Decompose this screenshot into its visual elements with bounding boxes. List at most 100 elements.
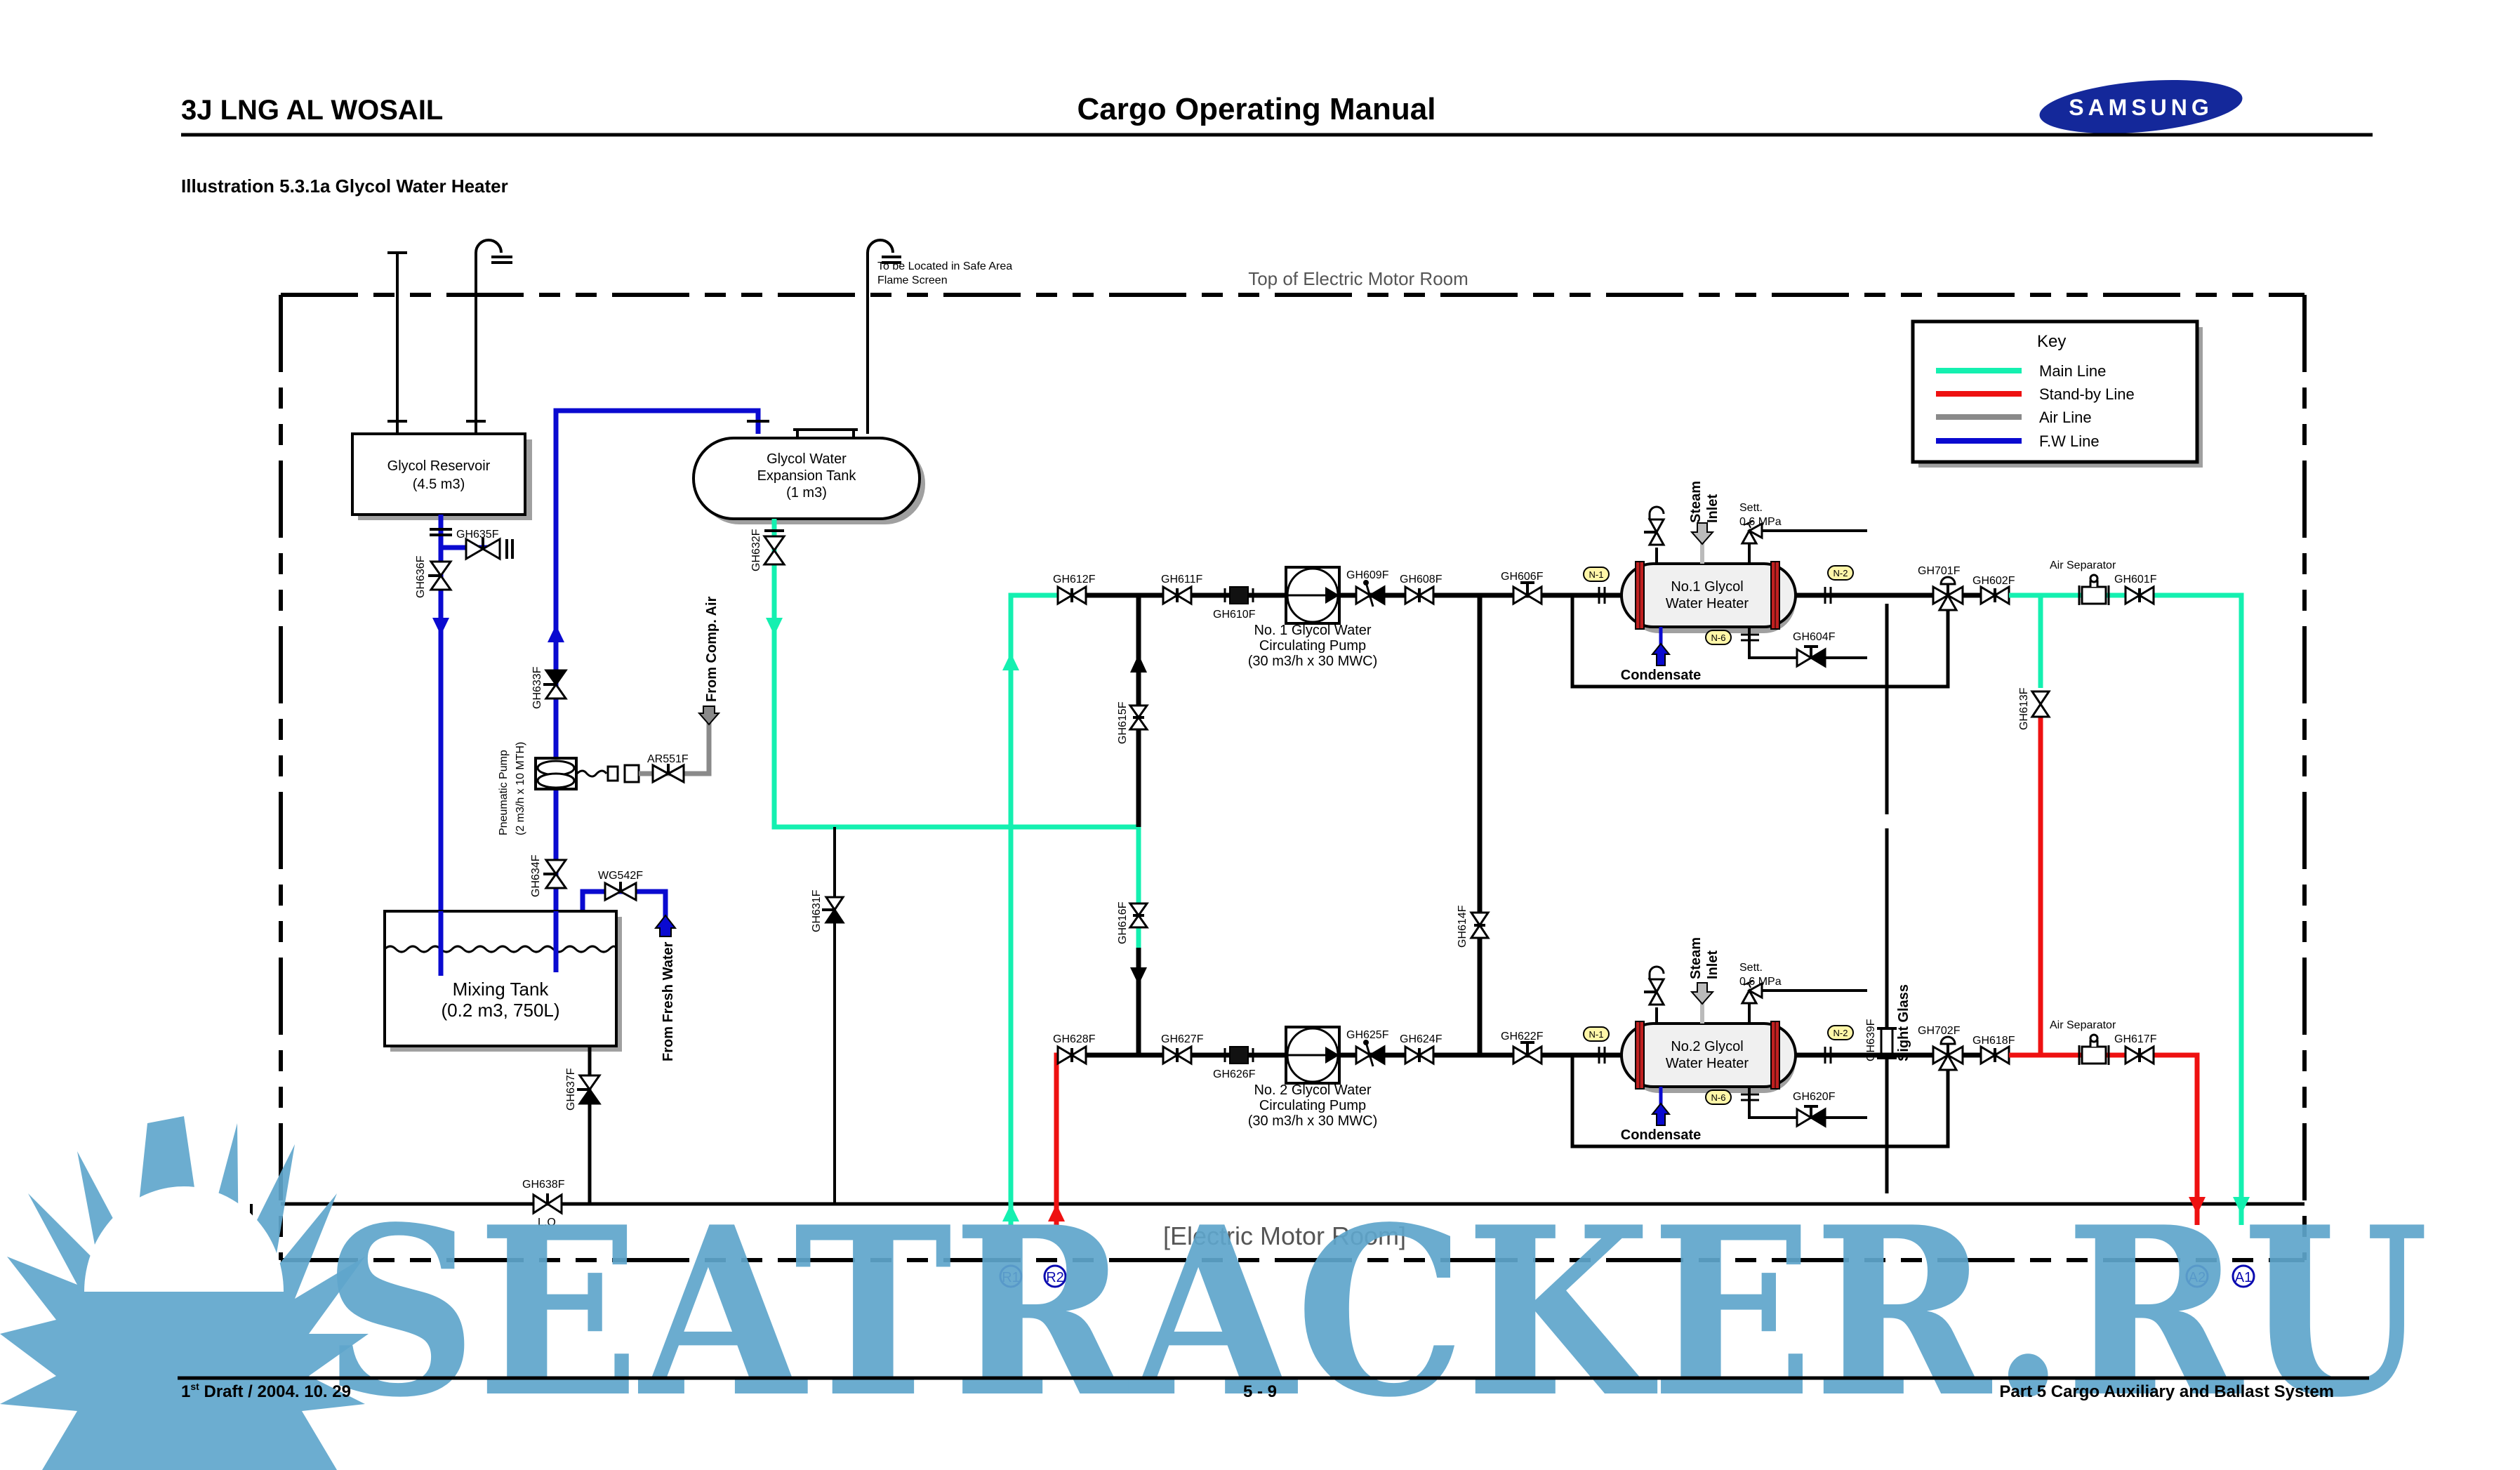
valve-gh606f[interactable] — [1512, 581, 1543, 606]
valve-gh601f[interactable] — [2124, 585, 2155, 606]
condensate-label-1: Condensate — [1621, 668, 1701, 683]
nozzle-n6-label: N-6 — [1711, 1092, 1726, 1103]
strainer-gh626f[interactable] — [1223, 1046, 1254, 1064]
heater2-label-2: Water Heater — [1666, 1056, 1749, 1071]
strainer-gh610f[interactable] — [1223, 586, 1254, 604]
valve-gh616f[interactable] — [1128, 902, 1149, 929]
valve-label-wg542f: WG542F — [598, 870, 643, 882]
valve-label-gh637f: GH637F — [565, 1068, 577, 1111]
footer-draft-rest: Draft / 2004. 10. 29 — [199, 1382, 351, 1401]
connection-a1[interactable]: A1 — [2231, 1264, 2255, 1288]
heater-1[interactable]: No.1 Glycol Water Heater — [1620, 561, 1797, 633]
pneumatic-pump[interactable] — [534, 757, 578, 790]
steam-inlet-label-1: Steam — [1688, 937, 1704, 979]
page-footer: 1st Draft / 2004. 10. 29 5 - 9 Part 5 Ca… — [178, 1376, 2369, 1401]
valve-gh627f[interactable] — [1162, 1045, 1193, 1066]
valve-gh633f[interactable] — [543, 669, 568, 700]
expansion-tank: Glycol Water Expansion Tank (1 m3) — [692, 428, 925, 524]
vent-valve-heater1[interactable] — [1644, 505, 1666, 546]
valve-gh632f[interactable] — [762, 529, 786, 566]
nozzle-n6-heater1: N-6 — [1705, 630, 1732, 645]
valve-gh618f[interactable] — [1979, 1045, 2010, 1066]
valve-gh638f[interactable] — [532, 1193, 563, 1215]
sight-glass-gh639f[interactable] — [1877, 1027, 1897, 1059]
expansion-tank-vent: To be Located in Safe Area Flame Screen — [866, 239, 1012, 434]
valve-ar551f[interactable] — [651, 763, 685, 784]
pump2-label-2: Circulating Pump — [1259, 1098, 1366, 1113]
air-separator-2[interactable] — [2078, 1033, 2110, 1065]
sett-label-2: 0.6 MPa — [1739, 516, 1782, 528]
valve-label-gh615f: GH615F — [1117, 701, 1129, 744]
connection-a2-label: A2 — [2189, 1270, 2206, 1285]
nozzle-n2-label: N-2 — [1833, 568, 1848, 578]
connection-a2[interactable]: A2 — [2185, 1264, 2209, 1288]
mixing-tank: Mixing Tank (0.2 m3, 750L) — [383, 910, 622, 1052]
legend-label-standby: Stand-by Line — [2039, 385, 2135, 403]
nozzle-n1-heater1: N-1 — [1583, 567, 1610, 582]
room-bottom-label: [Electric Motor Room] — [1163, 1221, 1406, 1250]
fresh-water-inlet-arrow-icon — [654, 914, 677, 937]
valve-gh634f[interactable] — [543, 859, 568, 889]
valve-gh613f[interactable] — [2030, 690, 2051, 718]
valve-label-gh624f: GH624F — [1400, 1033, 1443, 1045]
legend-title: Key — [2037, 332, 2066, 351]
valve-label-gh609f: GH609F — [1346, 569, 1389, 581]
valve-gh611f[interactable] — [1162, 585, 1193, 606]
valve-gh637f[interactable] — [577, 1074, 602, 1105]
footer-section: Part 5 Cargo Auxiliary and Ballast Syste… — [1999, 1382, 2334, 1401]
three-way-valve-gh701f[interactable] — [1932, 576, 1964, 611]
valve-gh615f[interactable] — [1128, 704, 1149, 731]
heater-2[interactable]: No.2 Glycol Water Heater — [1620, 1021, 1797, 1093]
valve-gh617f[interactable] — [2124, 1045, 2155, 1066]
legend: Key Main Line Stand-by Line Air Line F.W… — [1911, 319, 2203, 468]
valve-label-gh702f: GH702F — [1918, 1025, 1961, 1037]
sett-label-2: 0.6 MPa — [1739, 976, 1782, 988]
nozzle-n6-heater2: N-6 — [1705, 1090, 1732, 1105]
pneumatic-pump-label: Pneumatic Pump — [498, 750, 510, 835]
illustration-caption: Illustration 5.3.1a Glycol Water Heater — [181, 176, 508, 197]
flow-arrow-icon — [1048, 1204, 1065, 1221]
check-valve-gh625f[interactable] — [1355, 1040, 1386, 1067]
condensate-arrow-icon — [1650, 1102, 1671, 1126]
three-way-valve-gh702f[interactable] — [1932, 1035, 1964, 1071]
glycol-reservoir: Glycol Reservoir (4.5 m3) — [351, 432, 532, 520]
circulating-pump-1[interactable] — [1285, 566, 1341, 625]
valve-label-gh616f: GH616F — [1117, 901, 1129, 944]
valve-label-gh635f: GH635F — [456, 529, 499, 541]
footer-draft: 1st Draft / 2004. 10. 29 — [181, 1381, 351, 1401]
pump2-label-3: (30 m3/h x 30 MWC) — [1248, 1113, 1377, 1129]
connection-r1[interactable]: R1 — [999, 1264, 1023, 1288]
valve-gh612f[interactable] — [1056, 585, 1087, 606]
pump1-label-2: Circulating Pump — [1259, 638, 1366, 654]
sett-label-1: Sett. — [1739, 962, 1763, 974]
vent-valve-heater2[interactable] — [1644, 965, 1666, 1006]
valve-gh622f[interactable] — [1512, 1041, 1543, 1066]
valve-gh608f[interactable] — [1404, 585, 1435, 606]
connection-r2[interactable]: R2 — [1043, 1264, 1067, 1288]
valve-wg542f[interactable] — [604, 881, 637, 902]
air-separator-1[interactable] — [2078, 574, 2110, 605]
valve-gh631f[interactable] — [822, 896, 845, 924]
nozzle-n2-label: N-2 — [1833, 1028, 1848, 1038]
valve-gh636f[interactable] — [428, 560, 453, 591]
valve-label-gh604f: GH604F — [1793, 631, 1836, 643]
valve-label-gh613f: GH613F — [2018, 687, 2030, 730]
valve-label-gh617f: GH617F — [2114, 1033, 2157, 1045]
valve-gh620f[interactable] — [1796, 1105, 1826, 1128]
check-valve-gh609f[interactable] — [1355, 580, 1386, 607]
footer-draft-num: 1 — [181, 1382, 190, 1401]
valve-gh628f[interactable] — [1056, 1045, 1087, 1066]
valve-gh614f[interactable] — [1469, 911, 1490, 939]
valve-gh602f[interactable] — [1979, 585, 2010, 606]
watermark: SEATRACKER.RU — [0, 1116, 2429, 1470]
valve-label-gh633f: GH633F — [531, 666, 543, 709]
watermark-sun-icon — [0, 1116, 369, 1470]
valve-gh624f[interactable] — [1404, 1045, 1435, 1066]
valve-label-gh626f: GH626F — [1213, 1068, 1256, 1080]
air-separator-1-label: Air Separator — [2050, 559, 2116, 571]
circulating-pump-2[interactable] — [1285, 1026, 1341, 1085]
valve-gh635f[interactable] — [465, 537, 514, 561]
valve-gh604f[interactable] — [1796, 645, 1826, 668]
room-top-label: Top of Electric Motor Room — [1248, 268, 1468, 289]
flow-arrow-icon — [1130, 967, 1147, 985]
